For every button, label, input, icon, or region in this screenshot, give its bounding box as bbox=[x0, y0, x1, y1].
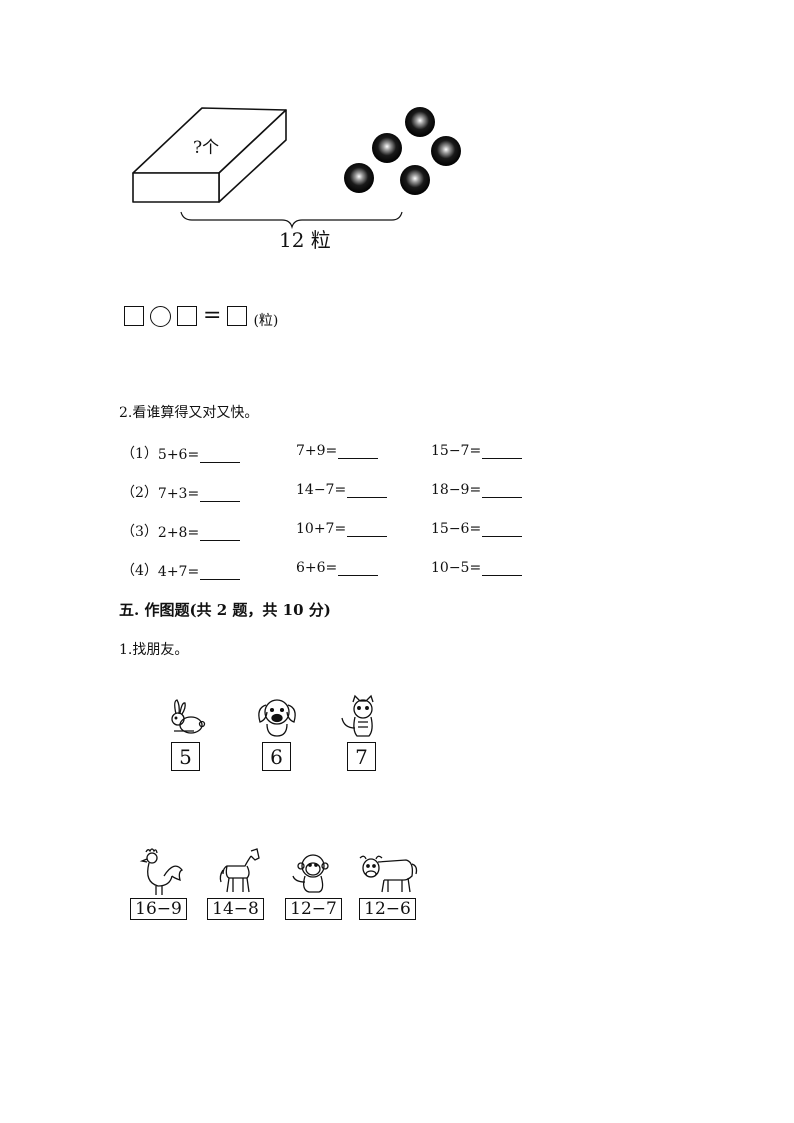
calc-item: 15−6= bbox=[431, 521, 523, 537]
calc-item: 18−9= bbox=[431, 482, 523, 498]
expression-label: 16−9 bbox=[135, 899, 182, 919]
equals-sign: = bbox=[203, 303, 222, 328]
ball-icon bbox=[405, 107, 435, 137]
ball-icon bbox=[344, 163, 374, 193]
calc-item: 10+7= bbox=[296, 521, 388, 537]
unit-label: (粒) bbox=[253, 313, 279, 329]
calc-expr: 6+6= bbox=[296, 560, 338, 576]
number-card[interactable]: 5 bbox=[171, 742, 200, 771]
rooster-icon bbox=[139, 848, 184, 895]
answer-box[interactable] bbox=[227, 306, 248, 326]
row-index: （2） bbox=[121, 485, 158, 501]
dog-icon bbox=[258, 699, 296, 737]
calc-item: 7+9= bbox=[296, 443, 379, 459]
answer-box[interactable] bbox=[177, 306, 197, 326]
calc-expr: 18−9= bbox=[431, 482, 482, 498]
answer-blank[interactable] bbox=[338, 561, 379, 576]
answer-blank[interactable] bbox=[347, 522, 388, 537]
expression-card[interactable]: 12−6 bbox=[359, 898, 416, 920]
expression-label: 12−6 bbox=[364, 899, 411, 919]
calc-item: （3）2+8= bbox=[121, 521, 241, 541]
question-1-title: 1.找朋友。 bbox=[119, 642, 189, 658]
number-label: 6 bbox=[270, 744, 283, 769]
calc-item: （1）5+6= bbox=[121, 443, 241, 463]
answer-blank[interactable] bbox=[200, 526, 241, 541]
ball-icon bbox=[372, 133, 402, 163]
ball-icon bbox=[400, 165, 430, 195]
counting-figure: ?个 12 粒 bbox=[132, 107, 461, 252]
calc-expr: 14−7= bbox=[296, 482, 347, 498]
expression-card[interactable]: 14−8 bbox=[207, 898, 264, 920]
number-label: 7 bbox=[355, 744, 368, 769]
calc-expr: 2+8= bbox=[157, 525, 200, 541]
calc-expr: 10−5= bbox=[431, 560, 482, 576]
row-index: （3） bbox=[121, 524, 158, 540]
balls-group bbox=[344, 107, 461, 195]
brace-icon bbox=[180, 211, 403, 230]
monkey-icon bbox=[292, 854, 329, 893]
calc-item: 15−7= bbox=[431, 443, 523, 459]
total-label: 12 粒 bbox=[279, 228, 331, 252]
calc-item: （4）4+7= bbox=[121, 560, 241, 580]
answer-blank[interactable] bbox=[482, 483, 523, 498]
expression-label: 14−8 bbox=[212, 899, 259, 919]
calc-expr: 15−7= bbox=[431, 443, 482, 459]
expression-card[interactable]: 16−9 bbox=[130, 898, 187, 920]
number-label: 5 bbox=[179, 744, 192, 769]
box-icon bbox=[132, 107, 287, 203]
row-index: （4） bbox=[121, 563, 158, 579]
question-2-title: 2.看谁算得又对又快。 bbox=[119, 405, 259, 421]
horse-icon bbox=[219, 848, 260, 893]
answer-blank[interactable] bbox=[482, 561, 523, 576]
cow-icon bbox=[359, 855, 418, 893]
cat-icon bbox=[341, 694, 374, 737]
rabbit-icon bbox=[171, 699, 206, 734]
box-label: ?个 bbox=[193, 138, 219, 158]
calc-expr: 7+9= bbox=[296, 443, 338, 459]
answer-blank[interactable] bbox=[482, 444, 523, 459]
expression-label: 12−7 bbox=[290, 899, 337, 919]
operator-circle[interactable] bbox=[150, 305, 171, 327]
answer-blank[interactable] bbox=[338, 444, 379, 459]
expression-card[interactable]: 12−7 bbox=[285, 898, 342, 920]
ball-icon bbox=[431, 136, 461, 166]
calc-expr: 15−6= bbox=[431, 521, 482, 537]
equation-template: = (粒) bbox=[124, 303, 278, 329]
answer-blank[interactable] bbox=[200, 565, 241, 580]
calc-expr: 5+6= bbox=[157, 447, 200, 463]
calc-expr: 4+7= bbox=[157, 564, 200, 580]
number-card[interactable]: 7 bbox=[347, 742, 376, 771]
answer-blank[interactable] bbox=[200, 487, 241, 502]
number-card[interactable]: 6 bbox=[262, 742, 291, 771]
calc-item: （2）7+3= bbox=[121, 482, 241, 502]
calc-expr: 10+7= bbox=[296, 521, 347, 537]
row-index: （1） bbox=[121, 446, 158, 462]
answer-blank[interactable] bbox=[347, 483, 388, 498]
answer-blank[interactable] bbox=[200, 448, 241, 463]
calc-item: 10−5= bbox=[431, 560, 523, 576]
answer-box[interactable] bbox=[124, 306, 144, 326]
calc-expr: 7+3= bbox=[157, 486, 200, 502]
calc-item: 14−7= bbox=[296, 482, 388, 498]
calc-item: 6+6= bbox=[296, 560, 379, 576]
section-5-heading: 五. 作图题(共 2 题，共 10 分) bbox=[119, 601, 331, 619]
answer-blank[interactable] bbox=[482, 522, 523, 537]
